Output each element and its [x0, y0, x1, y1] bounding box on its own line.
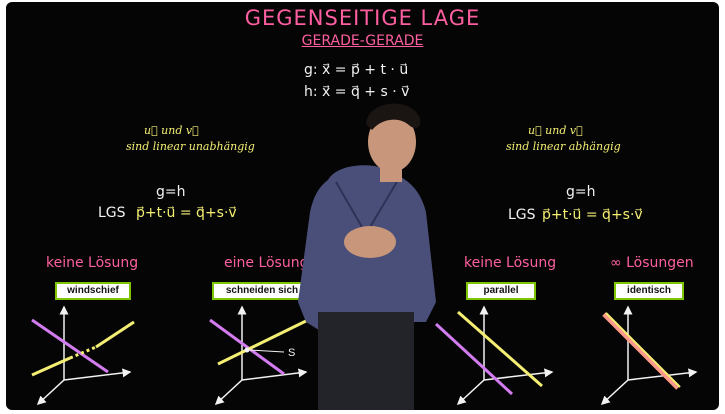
case-4-sketch [600, 305, 698, 406]
case-1-solutions: keine Lösung [46, 255, 139, 271]
left-condition-line2: sind linear unabhängig [126, 140, 255, 153]
case-1-line-h-back [95, 320, 135, 349]
chalkboard: GEGENSEITIGE LAGE GERADE-GERADE g: x⃗ = … [6, 2, 719, 410]
left-lgs-equation: p⃗+t·u⃗ = q⃗+s·v⃗ [136, 205, 237, 221]
equation-h: h: x⃗ = q⃗ + s · v⃗ [304, 84, 410, 100]
case-2-line-g [209, 318, 285, 376]
case-4-line-g [602, 312, 680, 390]
case-3-label: parallel [466, 282, 536, 300]
equation-g: g: x⃗ = p⃗ + t · u⃗ [304, 62, 409, 78]
case-2-sketch: S [209, 305, 309, 406]
case-2-intersection-point [244, 347, 250, 353]
right-lgs-equation: p⃗+t·u⃗ = q⃗+s·v⃗ [542, 207, 643, 223]
right-lgs-label: LGS [508, 207, 536, 223]
case-4-axes [600, 305, 698, 406]
case-3-solutions: keine Lösung [464, 255, 557, 271]
case-1-label: windschief [55, 282, 131, 300]
case-1-line-h-hidden [69, 345, 97, 360]
line-sketches: S [31, 103, 698, 410]
case-4-line-h [605, 312, 681, 388]
left-lgs-label: LGS [98, 205, 126, 221]
left-condition-line1: u⃗ und v⃗ [144, 124, 199, 137]
case-2-solutions: eine Lösung [224, 255, 309, 271]
right-condition-line2: sind linear abhängig [506, 140, 621, 153]
presenter [298, 103, 436, 410]
left-gh: g=h [156, 184, 186, 200]
case-2-point-label: S [288, 347, 295, 359]
case-4-label: identisch [614, 282, 684, 300]
case-2-label: schneiden sich [212, 282, 312, 300]
case-4-solutions: ∞ Lösungen [610, 255, 694, 271]
lesson-subtitle: GERADE-GERADE [301, 33, 424, 49]
right-gh: g=h [566, 184, 596, 200]
lesson-title: GEGENSEITIGE LAGE [244, 6, 481, 30]
case-3-line-g [434, 322, 514, 396]
case-1-sketch [31, 305, 135, 406]
case-2-pointer-line [248, 349, 285, 353]
case-1-line-h-front [31, 356, 71, 377]
case-3-line-h [457, 310, 543, 388]
case-2-line-h [217, 318, 309, 366]
case-3-sketch [434, 305, 554, 406]
case-1-line-g [31, 318, 109, 374]
right-condition-line1: u⃗ und v⃗ [528, 124, 583, 137]
